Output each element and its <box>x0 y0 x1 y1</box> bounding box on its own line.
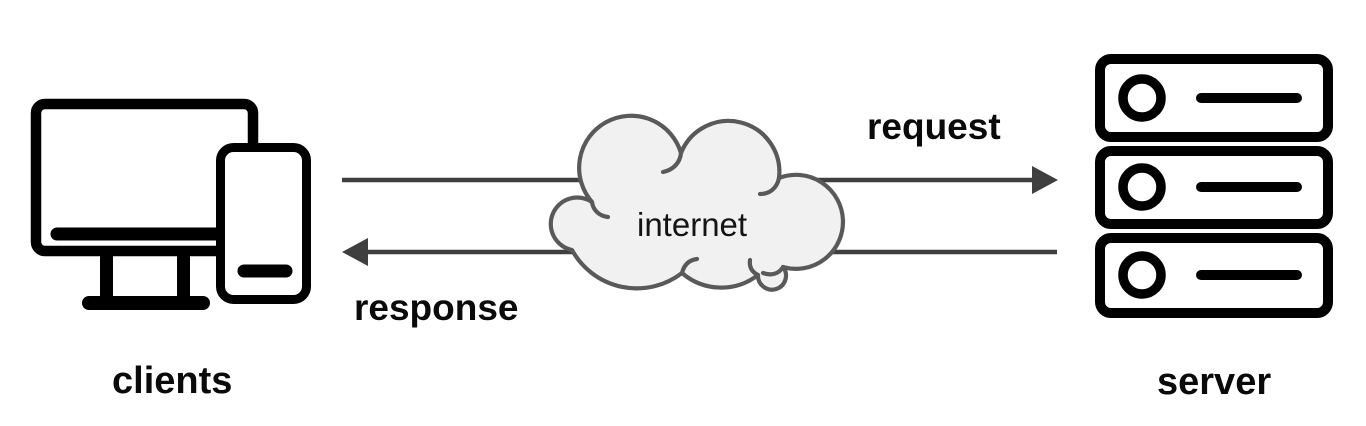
cloud-curl <box>757 175 782 197</box>
cloud-curl <box>760 264 786 277</box>
clients-devices-icon <box>30 98 311 310</box>
request-edge-label: request <box>867 106 1001 147</box>
server-unit-led <box>1118 251 1166 299</box>
server-unit-led <box>1118 74 1166 122</box>
response-arrowhead-icon <box>342 238 368 266</box>
cloud-curl <box>747 257 761 278</box>
smartphone-icon <box>216 143 311 304</box>
server-unit <box>1095 146 1333 229</box>
server-rack-icon <box>1095 54 1333 318</box>
internet-cloud-icon <box>548 113 846 292</box>
cloud-curl <box>679 256 700 276</box>
server-unit-led <box>1118 163 1166 211</box>
server-node-label: server <box>1157 361 1272 403</box>
request-arrowhead-icon <box>1032 166 1058 194</box>
cloud-curl <box>589 199 611 220</box>
cloud-curl <box>660 150 684 175</box>
server-unit <box>1095 233 1333 318</box>
clients-node-label: clients <box>112 360 233 402</box>
response-edge-label: response <box>354 287 519 328</box>
internet-node-label: internet <box>637 206 748 243</box>
monitor-stand-leg <box>177 250 190 298</box>
server-unit <box>1095 54 1333 142</box>
monitor-stand-leg <box>100 250 113 298</box>
cloud-shape <box>548 113 846 292</box>
